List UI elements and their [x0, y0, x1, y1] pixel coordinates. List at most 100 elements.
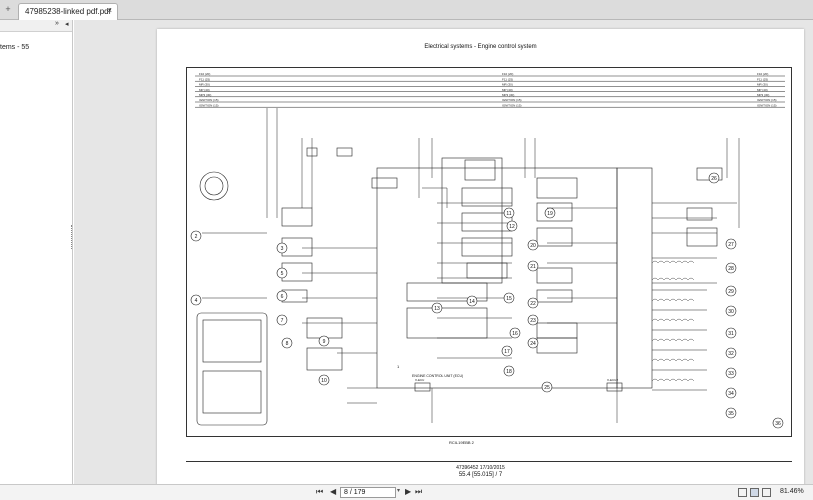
bus-label: F10 (20): [502, 72, 513, 76]
bus-label: F11 (25): [502, 77, 513, 81]
callout-number: 2: [195, 234, 198, 240]
callout-circle: [527, 239, 539, 251]
callout-number: 10: [321, 378, 327, 384]
document-viewer[interactable]: Electrical systems - Engine control syst…: [74, 20, 813, 484]
callout-circle: [725, 407, 737, 419]
first-page-button[interactable]: ⏮: [316, 487, 324, 496]
callout-number: 21: [530, 264, 536, 270]
callout-circle: [506, 220, 518, 232]
tab-title: 47985238-linked pdf.pdf: [25, 7, 111, 16]
callout-number: 30: [728, 309, 734, 315]
callout-circle: [725, 387, 737, 399]
bus-label: F10 (20): [199, 72, 210, 76]
callout-circle: [725, 347, 737, 359]
callout-circle: [527, 260, 539, 272]
bookmarks-sidebar: » ◂ tems - 55: [0, 20, 73, 484]
document-reference: 47396452 17/10/2015: [456, 465, 505, 471]
bus-label: MP (40): [199, 88, 210, 92]
single-page-view-icon[interactable]: [738, 488, 747, 497]
bus-label: MR (30): [502, 83, 513, 87]
callout-circle: [466, 295, 478, 307]
callout-circle: [190, 230, 202, 242]
callout-circle: [503, 292, 515, 304]
callout-circle: [541, 381, 553, 393]
last-page-button[interactable]: ⏭: [415, 487, 423, 496]
callout-circle: [527, 337, 539, 349]
callout-circle: [318, 374, 330, 386]
expand-icon[interactable]: »: [55, 20, 59, 27]
page-title: Electrical systems - Engine control syst…: [424, 44, 537, 50]
footer-divider: [186, 461, 792, 462]
bus-label: MR (30): [757, 83, 768, 87]
facing-view-icon[interactable]: [762, 488, 771, 497]
sidebar-resize-handle[interactable]: [71, 225, 72, 249]
previous-page-button[interactable]: ◀: [330, 487, 337, 496]
bus-label: IGNITION (15): [757, 103, 777, 107]
callout-circle: [725, 262, 737, 274]
callout-circle: [503, 365, 515, 377]
callout-number: 36: [775, 421, 781, 427]
callout-circle: [725, 367, 737, 379]
callout-number: 3: [281, 246, 284, 252]
zoom-level[interactable]: 81.46%: [780, 488, 804, 495]
callout-number: 20: [530, 243, 536, 249]
bus-label: MP3 (30): [757, 93, 769, 97]
callout-circle: [725, 285, 737, 297]
figure-number: RCIL19EBB 2: [449, 440, 474, 445]
continuous-view-icon[interactable]: [750, 488, 759, 497]
bus-label: IGNITION (15): [199, 98, 219, 102]
callout-number: 11: [506, 211, 511, 217]
callout-number: 35: [728, 411, 734, 417]
bus-label: MP3 (30): [199, 93, 211, 97]
status-bar: ⏮ ◀ 8 / 179 ▾ ▶ ⏭ 81.46%: [0, 484, 813, 500]
connector-bottom-label: X-ECU2: [607, 378, 618, 382]
callout-number: 25: [544, 385, 550, 391]
callout-number: 32: [728, 351, 734, 357]
chevron-down-icon[interactable]: ▾: [397, 488, 401, 494]
callout-number: 13: [434, 306, 440, 312]
callout-number: 28: [728, 266, 734, 272]
close-icon[interactable]: ×: [107, 6, 112, 15]
page-reference: 55.4 [55.015] / 7: [458, 472, 503, 478]
callout-circle: [501, 345, 513, 357]
callout-number: 9: [323, 339, 326, 345]
page-number-input[interactable]: 8 / 179: [340, 487, 396, 498]
callout-circle: [725, 238, 737, 250]
callout-number: 16: [512, 331, 518, 337]
collapse-icon[interactable]: ◂: [65, 21, 69, 28]
callout-circle: [276, 267, 288, 279]
sidebar-toolbar: » ◂: [0, 20, 72, 32]
ecu-callout: 1: [397, 364, 400, 369]
bus-label: MP (40): [757, 88, 768, 92]
callout-circle: [708, 172, 720, 184]
callout-number: 6: [281, 294, 284, 300]
callout-number: 7: [281, 318, 284, 324]
callout-number: 24: [530, 341, 536, 347]
new-tab-button[interactable]: +: [5, 4, 11, 14]
callout-number: 23: [530, 318, 536, 324]
callout-number: 34: [728, 391, 734, 397]
callout-circle: [190, 294, 202, 306]
document-tab[interactable]: 47985238-linked pdf.pdf ×: [18, 3, 118, 20]
callout-number: 17: [504, 349, 510, 355]
callout-circle: [431, 302, 443, 314]
callout-number: 26: [711, 176, 717, 182]
callout-circle: [527, 297, 539, 309]
bus-label: IGNITION (15): [502, 103, 522, 107]
ecu-label: ENGINE CONTROL UNIT (ECU): [412, 374, 463, 378]
callout-number: 14: [469, 299, 475, 305]
callout-circle: [527, 314, 539, 326]
bus-label: IGNITION (15): [757, 98, 777, 102]
bus-label: F11 (25): [199, 77, 210, 81]
bookmark-item[interactable]: tems - 55: [0, 44, 30, 51]
callout-number: 22: [530, 301, 536, 307]
callout-circle: [276, 314, 288, 326]
callout-number: 8: [286, 341, 289, 347]
bus-label: F10 (20): [757, 72, 768, 76]
callout-circle: [509, 327, 521, 339]
pdf-page: Electrical systems - Engine control syst…: [157, 29, 804, 484]
callout-circle: [503, 207, 515, 219]
next-page-button[interactable]: ▶: [405, 487, 412, 496]
callout-number: 15: [506, 296, 512, 302]
